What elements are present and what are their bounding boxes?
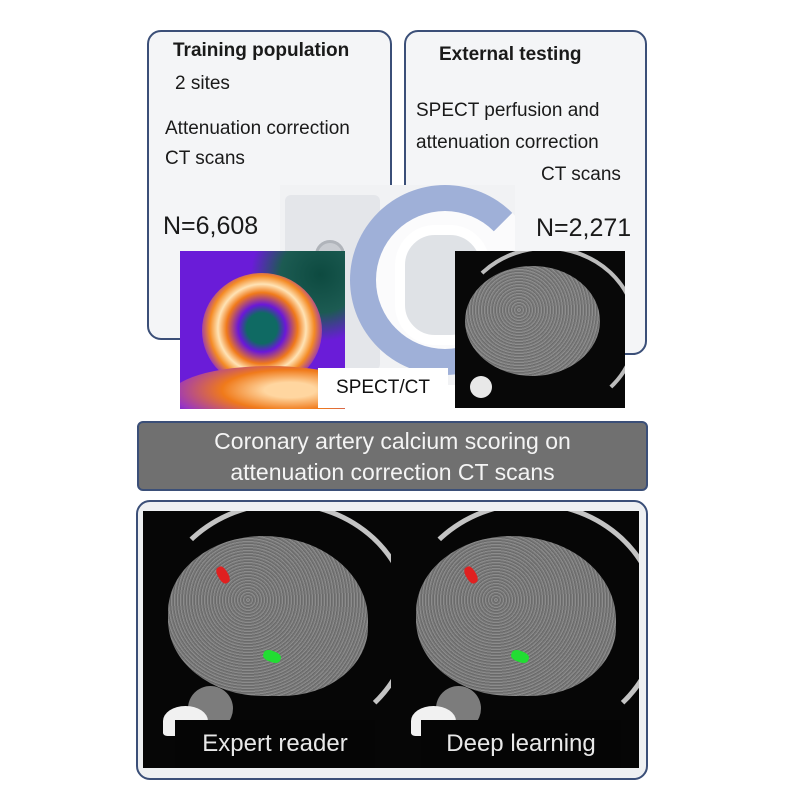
- expert-reader-label: Expert reader: [175, 720, 375, 768]
- spect-ct-label: SPECT/CT: [318, 368, 448, 408]
- training-line1: Attenuation correction: [165, 118, 350, 139]
- spect-perfusion-image: [180, 251, 345, 409]
- external-line2: attenuation correction: [416, 132, 599, 153]
- cac-scoring-banner: Coronary artery calcium scoring on atten…: [137, 421, 648, 491]
- training-line2: CT scans: [165, 148, 245, 169]
- spine-bone: [470, 376, 492, 398]
- perfusion-tail: [180, 366, 345, 409]
- external-title: External testing: [439, 44, 582, 65]
- deep-learning-ct-image: Deep learning: [391, 511, 639, 768]
- heart-region: [168, 536, 368, 696]
- heart-region: [465, 266, 600, 376]
- training-title: Training population: [173, 40, 350, 61]
- external-line1: SPECT perfusion and: [416, 100, 600, 121]
- heart-region: [416, 536, 616, 696]
- training-sites: 2 sites: [175, 73, 230, 94]
- expert-reader-ct-image: Expert reader: [143, 511, 391, 768]
- external-line3: CT scans: [541, 164, 621, 185]
- external-count: N=2,271: [536, 214, 632, 242]
- deep-learning-label: Deep learning: [421, 720, 621, 768]
- ct-scan-image: [455, 251, 625, 408]
- banner-line2: attenuation correction CT scans: [230, 459, 555, 485]
- banner-line1: Coronary artery calcium scoring on: [214, 428, 571, 454]
- training-count: N=6,608: [163, 212, 259, 240]
